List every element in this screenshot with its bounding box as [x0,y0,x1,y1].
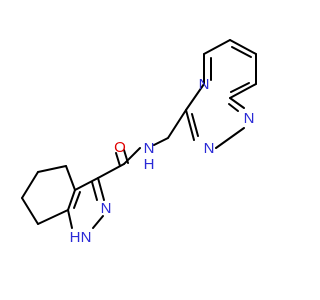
triazole-ring [185,83,245,149]
bond [215,127,245,149]
bond [203,39,231,55]
pyrazole-hydrogen-label: H [70,229,81,246]
bond [67,209,73,229]
bond [167,109,187,139]
pyrazole-n1-label: N [81,229,92,246]
pyrazole-n2-label: N [101,200,112,217]
structure-canvas: O N H N N N N N H [21,39,257,246]
double-bond-inner [191,113,199,137]
triazole-n3-label: N [204,140,215,157]
amide-hydrogen-label: H [144,156,155,173]
double-bond-inner [228,103,239,112]
double-bond-inner [73,191,81,209]
oxygen-label: O [114,139,126,156]
bond [229,83,257,99]
bond [185,83,205,111]
carbonyl-double-bond [115,152,121,167]
bond [97,177,105,201]
bond [229,39,257,55]
bond [65,165,76,191]
bond [37,165,67,173]
bond [153,137,169,146]
double-bond-inner [230,82,250,93]
bond [67,189,76,211]
amide-nitrogen-label: N [144,140,155,157]
atom-labels: O N H N N N N N H [70,76,255,246]
pyrazole-ring [67,177,105,229]
pyridine-ring [203,39,257,99]
bond [21,171,39,199]
bond [97,163,125,179]
double-bond-inner [91,181,98,201]
bond [21,197,39,225]
bond [37,209,69,225]
triazole-n1-label: N [199,76,210,93]
bond [229,97,245,109]
bond [92,215,104,229]
cyclohexane-ring [21,165,76,225]
molecule-drawing: O N H N N N N N H [21,39,257,246]
triazole-n2-label: N [244,110,255,127]
carbonyl-double-bond [123,149,129,164]
bond [185,109,195,141]
linker-amide [97,109,187,179]
bond [74,177,99,191]
double-bond-inner [231,46,252,58]
